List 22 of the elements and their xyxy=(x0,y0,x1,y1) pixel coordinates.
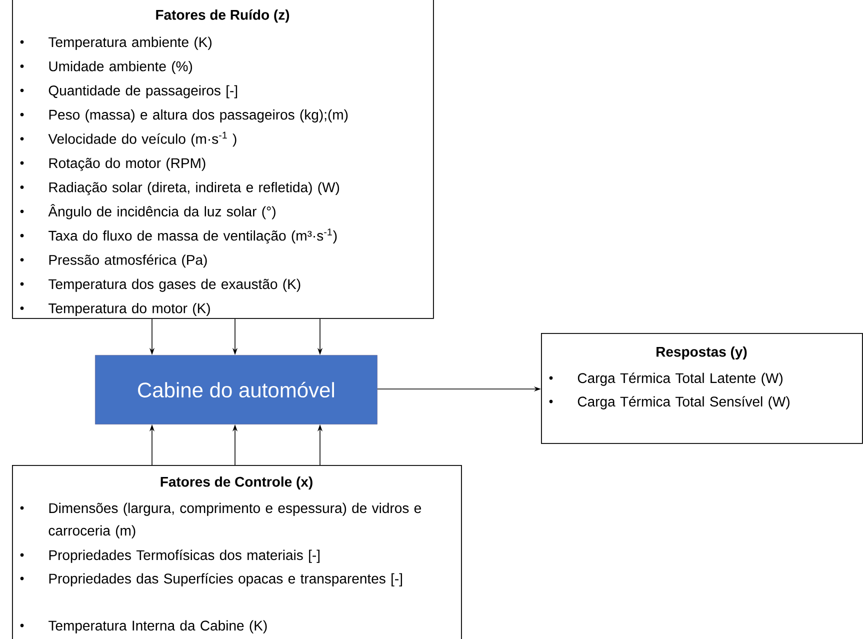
box-heading: Fatores de Ruído (z) xyxy=(156,9,290,23)
process-box: Cabine do automóvel xyxy=(95,355,378,424)
list-item: Dimensões (largura, comprimento e espessura) de vidros e carroceria (m) xyxy=(48,502,421,538)
list-item: Umidade ambiente (%) xyxy=(49,61,192,74)
box-heading: Fatores de Controle (x) xyxy=(160,476,312,490)
list-item: Temperatura dos gases de exaustão (K) xyxy=(48,278,300,292)
list-item: Rotação do motor (RPM) xyxy=(49,158,206,171)
list-item: Temperatura ambiente (K) xyxy=(48,36,212,50)
list-item: Radiação solar (direta, indireta e refletida) (W) xyxy=(49,182,340,196)
list-item: Temperatura do motor (K) xyxy=(48,303,210,316)
list-item: Propriedades Termofísicas dos materiais [-] xyxy=(49,550,320,563)
box-heading: Respostas (y) xyxy=(656,346,747,360)
list-item: Peso (massa) e altura dos passageiros (kg);(m) xyxy=(49,109,348,122)
list-item: Carga Térmica Total Sensível (W) xyxy=(578,396,790,410)
list-item: Ângulo de incidência da luz solar (°) xyxy=(48,204,276,220)
list-item: Velocidade do veículo (m·s$^{-1}$ ) xyxy=(48,132,236,147)
list-item: Taxa do fluxo de massa de ventilação (m³·s$^{-1}$) xyxy=(48,228,337,244)
list-item: Quantidade de passageiros [-] xyxy=(48,85,238,98)
list-item: Temperatura Interna da Cabine (K) xyxy=(48,620,267,634)
list-item: Carga Térmica Total Latente (W) xyxy=(578,372,782,386)
list-item: Pressão atmosférica (Pa) xyxy=(49,254,207,268)
list-item: Propriedades das Superfícies opacas e transparentes [-] xyxy=(49,573,402,586)
